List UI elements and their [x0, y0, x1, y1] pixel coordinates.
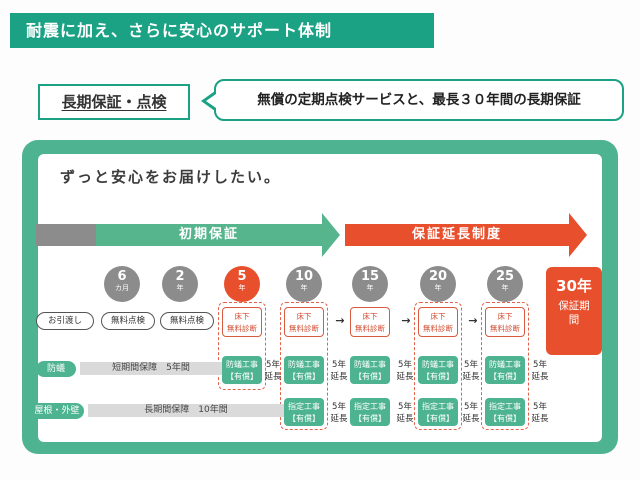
- milestone-20years: 20 年: [420, 266, 456, 302]
- handover-oval: お引渡し: [36, 312, 94, 330]
- initial-arrow-head-icon: [322, 213, 340, 257]
- roof-work-box: 指定工事 【有償】: [350, 398, 390, 426]
- step-arrow-icon: →: [401, 314, 411, 327]
- initial-arrow-green-segment: [96, 224, 322, 246]
- underfloor-diagnosis-box: 床下 無料診断: [284, 307, 324, 337]
- speech-bubble: 無償の定期点検サービスと、最長３０年間の長期保証: [201, 79, 624, 121]
- dashed-box-25years: [481, 302, 529, 430]
- extension-arrow-head-icon: [569, 213, 587, 257]
- free-check-oval: 無料点検: [101, 312, 155, 330]
- underfloor-diagnosis-box: 床下 無料診断: [418, 307, 458, 337]
- termite-base-warranty-bar: 短期間保障 5年間: [80, 362, 222, 375]
- underfloor-diagnosis-box: 床下 無料診断: [485, 307, 525, 337]
- bubble-text: 無償の定期点検サービスと、最長３０年間の長期保証: [257, 92, 581, 108]
- roof-work-box: 指定工事 【有償】: [485, 398, 525, 426]
- termite-work-box: 防蟻工事 【有償】: [284, 356, 324, 384]
- card-heading: ずっと安心をお届けしたい。: [60, 168, 282, 186]
- extension-5y-label: 5年 延長: [264, 360, 282, 382]
- step-arrow-icon: →: [468, 314, 478, 327]
- milestone-25years: 25 年: [487, 266, 523, 302]
- extension-5y-label: 5年 延長: [531, 402, 549, 424]
- roof-base-warranty-bar: 長期間保障 10年間: [88, 404, 284, 417]
- extension-5y-label: 5年 延長: [330, 402, 348, 424]
- dashed-box-10years: [280, 302, 328, 430]
- extension-5y-label: 5年 延長: [462, 360, 480, 382]
- milestone-6months: 6 カ月: [104, 266, 140, 302]
- final-30year-badge: 30年 保証期間: [546, 267, 602, 355]
- milestone-2years: 2 年: [162, 266, 198, 302]
- termite-work-box: 防蟻工事 【有償】: [485, 356, 525, 384]
- free-check-oval: 無料点検: [160, 312, 214, 330]
- termite-work-box: 防蟻工事 【有償】: [222, 356, 262, 384]
- extension-5y-label: 5年 延長: [396, 360, 414, 382]
- underfloor-diagnosis-box: 床下 無料診断: [222, 307, 262, 337]
- milestone-10years: 10 年: [286, 266, 322, 302]
- section-tag: 長期保証・点検: [38, 84, 190, 120]
- roof-row-label: 屋根・外壁: [30, 403, 84, 419]
- dashed-box-5years: [218, 302, 266, 390]
- extension-5y-label: 5年 延長: [462, 402, 480, 424]
- milestone-15years: 15 年: [352, 266, 388, 302]
- initial-arrow-gray-segment: [36, 224, 96, 246]
- termite-work-box: 防蟻工事 【有償】: [350, 356, 390, 384]
- underfloor-diagnosis-box: 床下 無料診断: [350, 307, 390, 337]
- title-banner: 耐震に加え、さらに安心のサポート体制: [10, 13, 434, 48]
- termite-work-box: 防蟻工事 【有償】: [418, 356, 458, 384]
- step-arrow-icon: →: [335, 314, 345, 327]
- roof-work-box: 指定工事 【有償】: [418, 398, 458, 426]
- extension-5y-label: 5年 延長: [330, 360, 348, 382]
- extension-5y-label: 5年 延長: [531, 360, 549, 382]
- initial-warranty-label: 初期保証: [178, 227, 239, 242]
- extension-arrow-segment: [345, 224, 569, 246]
- bubble-pointer: [206, 94, 216, 108]
- termite-row-label: 防蟻: [36, 361, 76, 377]
- extension-5y-label: 5年 延長: [396, 402, 414, 424]
- dashed-box-20years: [414, 302, 462, 430]
- roof-work-box: 指定工事 【有償】: [284, 398, 324, 426]
- milestone-5years: 5 年: [224, 266, 260, 302]
- extension-program-label: 保証延長制度: [411, 227, 502, 242]
